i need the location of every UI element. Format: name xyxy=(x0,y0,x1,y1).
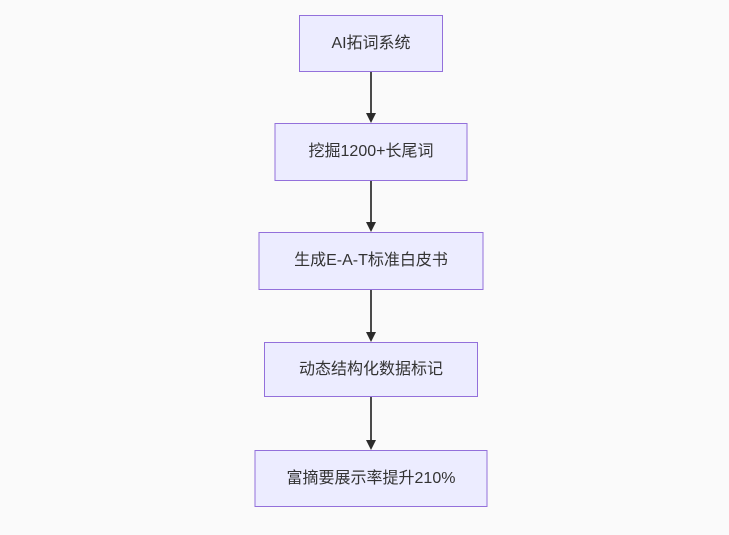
arrow-down-icon xyxy=(366,222,376,232)
flow-node-label: 挖掘1200+长尾词 xyxy=(308,143,434,160)
flow-node-label: 动态结构化数据标记 xyxy=(298,360,443,378)
flow-node-longtail-mining: 挖掘1200+长尾词 xyxy=(274,123,468,181)
flow-edge-4-line xyxy=(370,397,372,441)
flow-node-label: AI拓词系统 xyxy=(331,34,411,52)
flow-node-rich-snippet-result: 富摘要展示率提升210% xyxy=(254,450,488,507)
flow-node-ai-word-expansion: AI拓词系统 xyxy=(299,15,443,72)
arrow-down-icon xyxy=(366,332,376,342)
arrow-down-icon xyxy=(366,113,376,123)
flow-edge-3-line xyxy=(370,290,372,333)
flow-node-structured-data: 动态结构化数据标记 xyxy=(264,342,478,397)
flow-node-label: 富摘要展示率提升210% xyxy=(286,469,456,487)
flow-edge-1-line xyxy=(370,72,372,114)
arrow-down-icon xyxy=(366,440,376,450)
flow-node-label: 生成E-A-T标准白皮书 xyxy=(294,252,448,269)
flow-node-eat-whitepaper: 生成E-A-T标准白皮书 xyxy=(258,232,484,290)
flow-edge-2-line xyxy=(370,181,372,223)
